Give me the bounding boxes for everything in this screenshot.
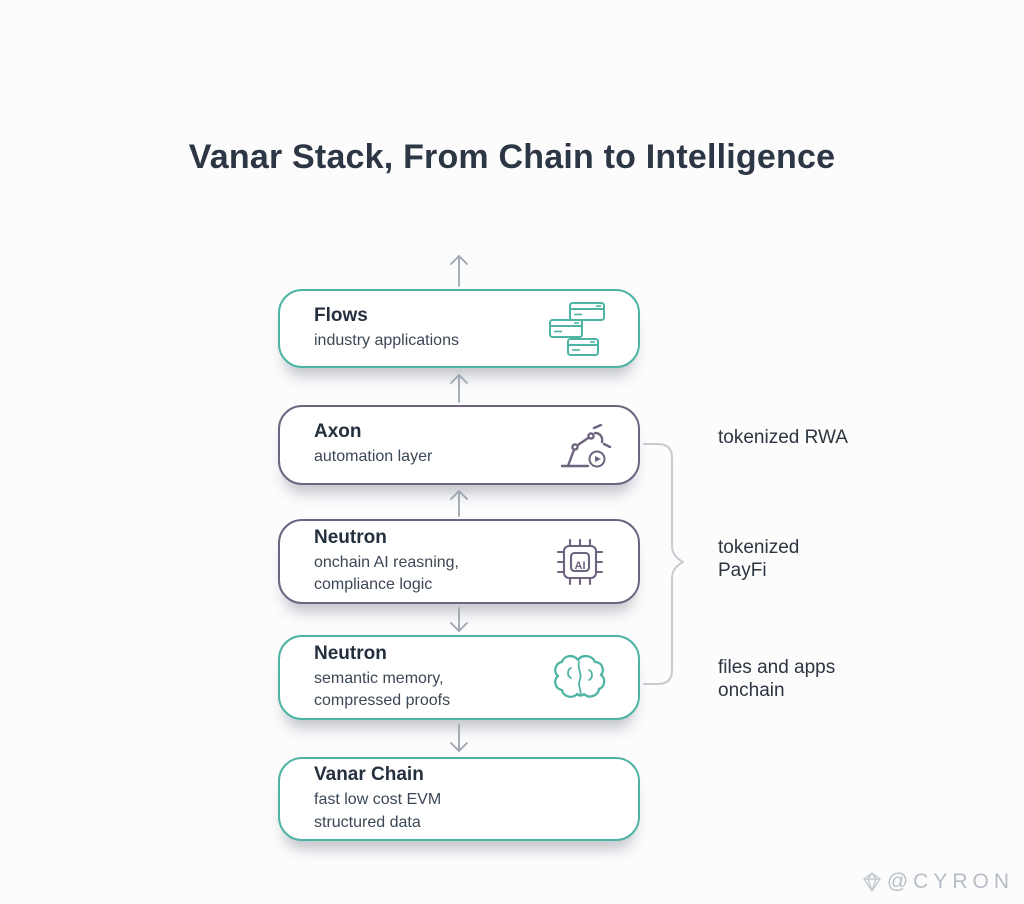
side-label-tokenized-rwa: tokenized RWA [718, 427, 848, 448]
box-subtitle: semantic memory, compressed proofs [314, 669, 451, 709]
box-text: Vanar Chain fast low cost EVM structured… [314, 764, 441, 834]
page-title: Vanar Stack, From Chain to Intelligence [188, 138, 836, 176]
box-text: Neutron onchain AI reasning, compliance … [314, 527, 459, 597]
stack-box-flows: Flows industry applications [278, 289, 640, 368]
box-subtitle: industry applications [314, 331, 459, 349]
stack-box-neutron-memory: Neutron semantic memory, compressed proo… [278, 635, 640, 720]
box-text: Neutron semantic memory, compressed proo… [314, 643, 450, 713]
box-subtitle: onchain AI reasning, compliance logic [314, 553, 459, 593]
box-title: Flows [314, 304, 368, 326]
box-title: Neutron [314, 642, 387, 664]
box-text: Flows industry applications [314, 305, 459, 352]
side-label-tokenized-payfi: tokenized PayFi [718, 537, 800, 582]
box-subtitle: automation layer [314, 448, 433, 466]
chip-label: AI [575, 559, 586, 571]
watermark: @CYRON [861, 870, 1014, 894]
arrow-down-icon [447, 724, 471, 754]
box-title: Axon [314, 421, 362, 443]
arrow-up-icon [447, 372, 471, 403]
stack-box-vanar-chain: Vanar Chain fast low cost EVM structured… [278, 757, 640, 841]
browser-windows-icon [548, 301, 612, 357]
box-text: Axon automation layer [314, 421, 432, 468]
watermark-handle: @CYRON [886, 870, 1014, 893]
box-subtitle: fast low cost EVM structured data [314, 791, 442, 831]
side-label-files-apps-onchain: files and apps onchain [718, 657, 836, 702]
arrow-up-icon [447, 253, 471, 287]
stack-box-axon: Axon automation layer [278, 405, 640, 485]
gem-icon [861, 871, 883, 893]
box-title: Vanar Chain [314, 764, 424, 786]
ai-chip-icon: AI [548, 534, 612, 590]
brain-icon [548, 650, 612, 706]
robot-arm-icon [548, 417, 612, 473]
arrow-up-icon [447, 488, 471, 517]
brace-connector [642, 440, 694, 688]
stack-box-neutron-reasoning: Neutron onchain AI reasning, compliance … [278, 519, 640, 604]
box-title: Neutron [314, 526, 387, 548]
arrow-down-icon [447, 607, 471, 634]
